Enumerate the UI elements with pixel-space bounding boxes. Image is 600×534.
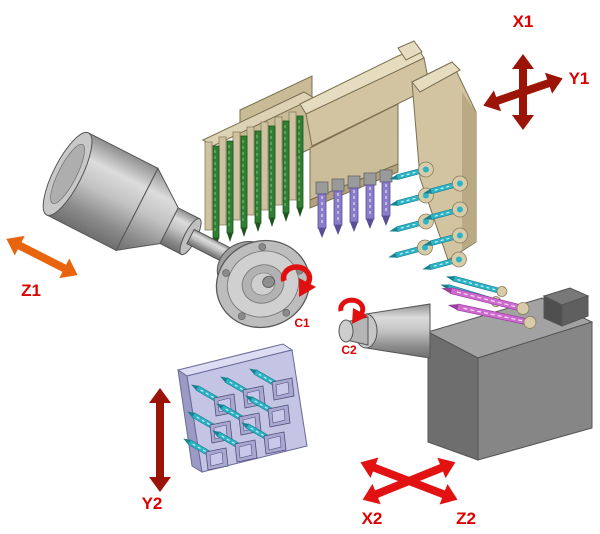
purple-drill [379, 169, 393, 227]
comb-slat [260, 121, 269, 211]
comb-slat [204, 141, 213, 231]
axis-label-x1: X1 [513, 12, 534, 31]
purple-drill [331, 178, 345, 236]
tool-turret-group [201, 40, 477, 278]
green-tool [282, 120, 290, 223]
bolt-hole [282, 308, 291, 317]
axis-z1-arrow-icon [6, 235, 78, 279]
axis-label-z2: Z2 [456, 509, 476, 528]
axis-y2-arrow-icon [149, 388, 171, 492]
bolt-hole [237, 312, 246, 321]
comb-slat [218, 136, 227, 226]
axis-label-z1: Z1 [21, 281, 41, 300]
counter-top-block-right [561, 295, 589, 327]
green-tool [226, 140, 234, 243]
turret-beam-notch [397, 40, 423, 61]
purple-drill [347, 175, 361, 233]
counter-spindle-group [338, 271, 594, 461]
axis-x2-arrow-icon [362, 457, 456, 505]
main-spindle-group [42, 131, 311, 329]
comb-slat [288, 111, 297, 201]
axis-y1-arrow-icon [483, 72, 563, 112]
spindle-motor-endcap-inner [50, 143, 85, 205]
purple-drill [363, 172, 377, 230]
cyan-arm-tool [386, 211, 436, 240]
turret-arm-top [411, 61, 461, 93]
green-tool [212, 145, 220, 248]
cyan-arm-tool [386, 185, 436, 214]
comb-slat [232, 131, 241, 221]
spindle-flange [215, 239, 311, 329]
comb-slat [246, 126, 255, 216]
axis-label-y1: Y1 [569, 69, 590, 88]
purple-drill [315, 181, 329, 239]
bolt-hole [258, 243, 267, 251]
axis-label-y2: Y2 [142, 494, 163, 513]
turret-arm-shade [462, 92, 476, 250]
counter-nose-face [338, 319, 354, 343]
c2-rotation-icon [338, 297, 368, 324]
axis-label-c1: C1 [294, 316, 310, 330]
c1-rotation-icon [280, 264, 316, 297]
axis-label-x2: X2 [362, 509, 383, 528]
comb-slat [274, 116, 283, 206]
green-tool [296, 115, 304, 218]
green-tool [268, 125, 276, 228]
green-tool [240, 135, 248, 238]
gang-tool-block-group [176, 343, 308, 473]
bolt-hole [222, 269, 230, 277]
axis-label-c2: C2 [341, 343, 357, 357]
counter-box-right [477, 321, 593, 461]
green-tool [254, 130, 262, 233]
cyan-arm-tool [385, 237, 435, 266]
